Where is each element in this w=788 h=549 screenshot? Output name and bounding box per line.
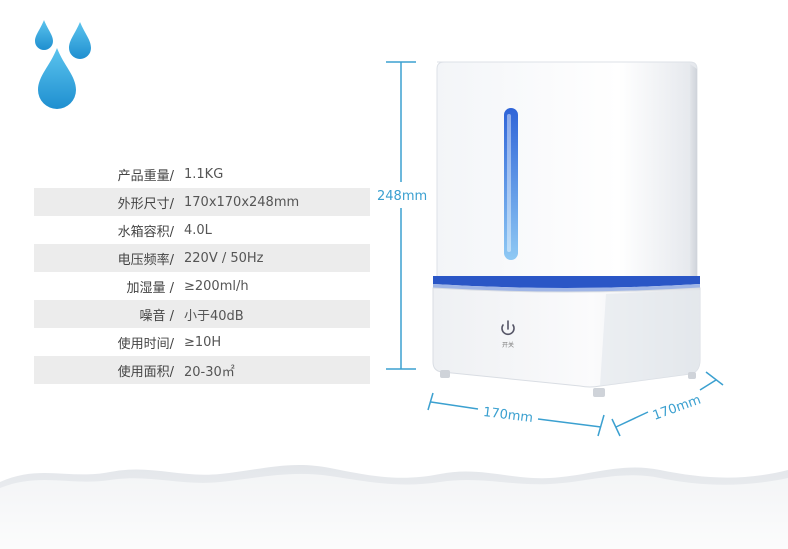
spec-table: 产品重量/ 1.1KG 外形尺寸/ 170x170x248mm 水箱容积/ 4.… — [34, 160, 370, 384]
spec-label: 电压频率/ — [117, 252, 174, 268]
spec-label: 水箱容积/ — [117, 224, 174, 240]
spec-value: 小于40dB — [184, 308, 244, 324]
spec-label: 噪音 / — [139, 308, 174, 324]
spec-row-noise: 噪音 / 小于40dB — [34, 300, 370, 328]
spec-label: 使用时间/ — [117, 336, 174, 352]
height-dimension: 248mm — [377, 61, 427, 370]
water-level-window — [504, 108, 518, 260]
spec-value: 20-30㎡ — [184, 364, 235, 380]
spec-row-voltage: 电压频率/ 220V / 50Hz — [34, 244, 370, 272]
water-tank — [436, 61, 698, 281]
spec-row-size: 外形尺寸/ 170x170x248mm — [34, 188, 370, 216]
spec-row-area: 使用面积/ 20-30㎡ — [34, 356, 370, 384]
spec-label: 外形尺寸/ — [117, 196, 174, 212]
spec-row-weight: 产品重量/ 1.1KG — [34, 160, 370, 188]
width-dimension: 170mm — [427, 392, 605, 437]
spec-label: 加湿量 / — [126, 280, 174, 296]
spec-value: 220V / 50Hz — [184, 250, 264, 266]
power-icon[interactable] — [501, 320, 515, 336]
height-label: 248mm — [377, 189, 427, 204]
spec-value: 1.1KG — [184, 166, 224, 182]
power-label: 开关 — [502, 341, 514, 349]
spec-value: ≥200ml/h — [184, 278, 249, 294]
wave-footer — [0, 464, 788, 549]
spec-label: 使用面积/ — [117, 364, 174, 380]
water-drops-icon — [35, 20, 91, 109]
spec-row-runtime: 使用时间/ ≥10H — [34, 328, 370, 356]
spec-row-humidify: 加湿量 / ≥200ml/h — [34, 272, 370, 300]
spec-value: 4.0L — [184, 222, 212, 238]
spec-label: 产品重量/ — [117, 168, 174, 184]
spec-row-tank: 水箱容积/ 4.0L — [34, 216, 370, 244]
spec-value: ≥10H — [184, 334, 222, 350]
depth-label: 170mm — [651, 393, 703, 424]
spec-value: 170x170x248mm — [184, 194, 300, 210]
width-label: 170mm — [482, 405, 534, 426]
